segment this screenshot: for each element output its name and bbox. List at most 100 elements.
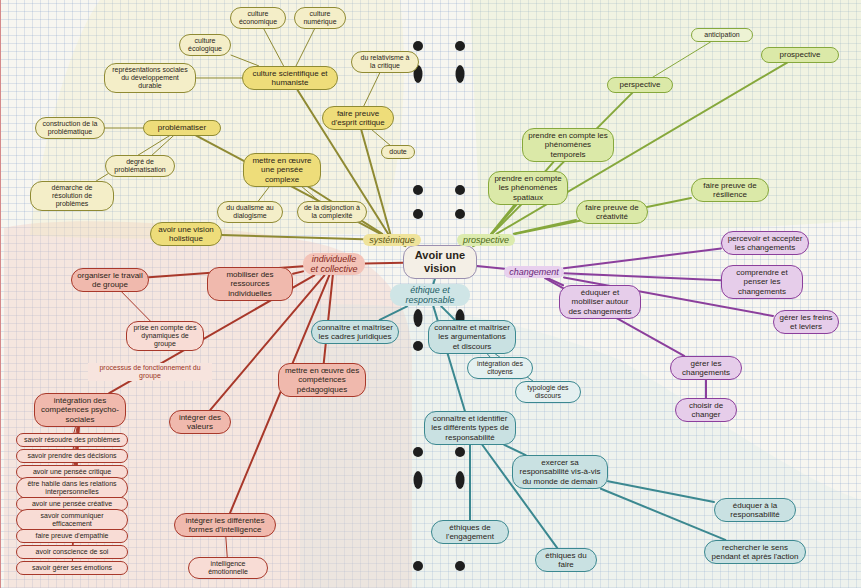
bubble-text: savoir communiquer efficacement [22,512,122,528]
leaf-idea-bubble: être habile dans les relations interpers… [16,477,128,499]
branch-line [364,73,380,106]
branch-stroke [364,73,380,106]
main-idea-bubble: mettre en œuvre des compétences pédagogi… [278,363,366,397]
branch-line [372,130,389,145]
leaf-idea-bubble: savoir prendre des décisions [16,449,128,463]
bubble-text: du dualisme au dialogisme [223,204,277,220]
bubble-text: typologie des discours [521,384,575,400]
bubble-text: mettre en œuvre des compétences pédagogi… [284,366,360,394]
leaf-idea-bubble: représentations sociales du développemen… [104,63,196,93]
bubble-text: faire preuve d'esprit critique [328,109,388,127]
branch-stroke [365,262,403,265]
main-idea-bubble: problématiser [143,120,221,135]
bubble-text: culture écologique [185,37,225,53]
main-idea-bubble: mobiliser des ressources individuelles [207,267,293,301]
leaf-idea-bubble: de la disjonction à la complexité [297,201,367,223]
main-idea-bubble: faire preuve de résilience [691,178,769,202]
branch-stroke [504,445,525,455]
branch-stroke [372,130,389,145]
branch-line [196,136,380,234]
bubble-text: percevoir et accepter les changements [727,234,803,252]
leaf-idea-bubble: du relativisme à la critique [351,51,419,73]
branch-line [264,29,284,66]
branch-line [226,537,227,557]
branch-stroke [196,77,242,78]
bubble-text: choisir de changer [681,401,731,419]
bubble-text: avoir conscience de soi [22,548,122,556]
main-idea-bubble: organiser le travail de groupe [71,268,149,292]
main-idea-bubble: intégrer les différentes formes d'intell… [174,513,276,537]
branch-line [122,292,150,321]
branch-line [441,306,455,320]
branch-line [105,128,143,129]
bubble-text: perspective [613,80,667,89]
leaf-idea-bubble: typologie des discours [515,381,581,403]
branch-line [564,273,721,280]
bubble-text: gérer les changements [676,359,736,377]
main-idea-bubble: faire preuve de créativité [576,200,648,224]
branch-stroke [152,136,173,155]
branch-hub: éthique et responsable [390,284,470,307]
branch-hub: changement [504,266,564,278]
bubble-text: culture numérique [300,10,340,26]
bubble-text: prendre en compte les phénomènes spatiau… [494,174,562,202]
branch-stroke [105,128,143,129]
bubble-text: prendre en compte les phénomènes tempore… [528,131,608,159]
bubble-text: éthiques du faire [541,551,591,569]
branch-line [470,445,471,520]
branch-line [652,42,710,77]
bubble-text: savoir prendre des décisions [22,452,122,460]
main-idea-bubble: connaître et maîtriser les argumentation… [428,320,516,354]
bubble-text: intégration des compétences psycho-socia… [40,396,120,424]
bubble-text: faire preuve d'empathie [22,532,122,540]
branch-stroke [264,29,284,66]
bubble-text: faire preuve de résilience [697,181,763,199]
branch-stroke [226,537,227,557]
bubble-text: savoir gérer ses émotions [22,564,122,572]
bubble-text: être habile dans les relations interpers… [22,480,122,496]
main-idea-bubble: prospective [761,47,839,62]
branch-stroke [491,205,514,234]
olive-region [30,0,404,239]
main-idea-bubble: mettre en œuvre une pensée complexe [243,153,321,187]
main-idea-bubble: prendre en compte les phénomènes spatiau… [488,171,568,205]
branch-line [504,445,525,455]
branch-stroke [433,279,435,284]
leaf-idea-bubble: degré de problématisation [105,155,175,177]
bubble-text: organiser le travail de groupe [77,271,143,289]
bubble-text: avoir une vision holistique [156,225,216,243]
branch-line [477,266,504,269]
branch-hub: individuelle et collective [303,253,365,276]
branch-line [380,306,407,319]
bubble-text: problématiser [149,123,215,132]
bubble-text: culture scientifique et humaniste [248,69,332,87]
branch-line [296,29,314,66]
branch-line [496,63,787,234]
leaf-idea-bubble: culture économique [230,7,286,29]
main-idea-bubble: faire preuve d'esprit critique [322,106,394,130]
branch-line [564,249,721,269]
bubble-text: connaître et maîtriser les cadres juridi… [317,323,393,341]
red-margin [0,0,1,588]
bubble-text: prospective [767,50,833,59]
bubble-text: comprendre et penser les changements [727,268,797,296]
bubble-text: connaître et identifier les différents t… [430,414,510,442]
leaf-idea-bubble: faire preuve d'empathie [16,529,128,543]
branch-stroke [122,292,150,321]
branch-stroke [601,489,725,540]
bubble-text: changement [508,267,560,277]
main-idea-bubble: connaître et maîtriser les cadres juridi… [311,320,399,344]
bubble-text: savoir résoudre des problèmes [22,436,122,444]
bubble-text: éduquer à la responsabilité [720,501,790,519]
branch-line [196,77,242,78]
branch-stroke [469,445,471,520]
bubble-text: anticipation [697,31,747,39]
leaf-idea-bubble: démarche de résolution de problèmes [30,181,114,211]
main-idea-bubble: choisir de changer [675,398,737,422]
bubble-text: prospective [461,235,511,245]
main-idea-bubble: comprendre et penser les changements [721,265,803,299]
bubble-text: du relativisme à la critique [357,54,413,70]
bubble-text: éthique et responsable [394,285,466,306]
leaf-idea-bubble: intelligence émotionnelle [188,557,268,579]
bubble-text: doute [387,148,409,156]
